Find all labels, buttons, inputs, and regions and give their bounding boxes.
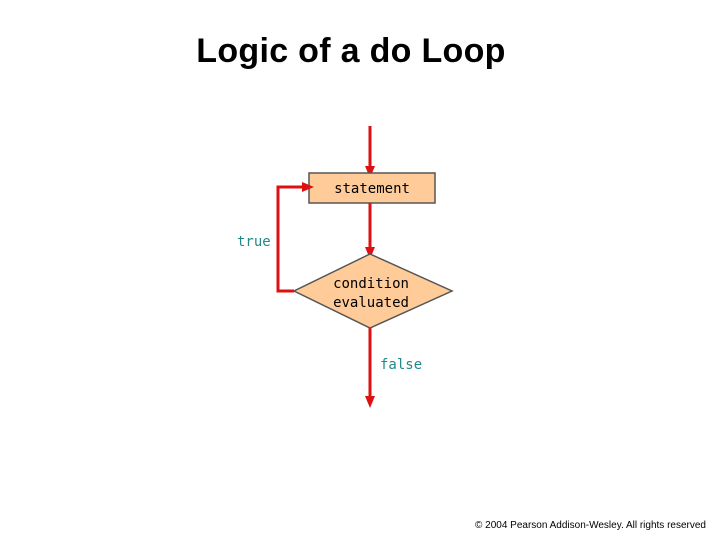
copyright-footer: © 2004 Pearson Addison-Wesley. All right…	[474, 520, 706, 531]
false-label: false	[380, 357, 422, 373]
condition-label-line1: condition	[333, 276, 409, 292]
true-loop-arrow	[276, 182, 314, 293]
statement-box	[308, 172, 436, 204]
true-label: true	[237, 234, 271, 250]
slide-title: Logic of a do Loop	[196, 32, 506, 70]
statement-label: statement	[334, 181, 410, 197]
condition-label-line2: evaluated	[333, 295, 409, 311]
